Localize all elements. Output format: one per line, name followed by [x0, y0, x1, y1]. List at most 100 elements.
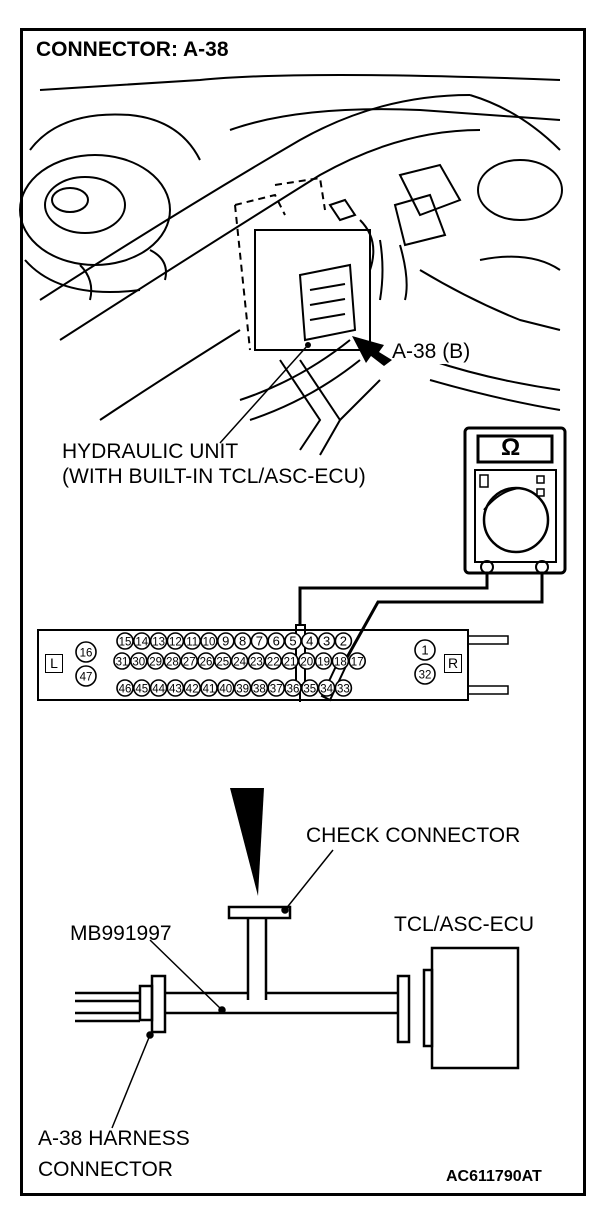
pin-circle-20	[297, 652, 316, 670]
connector-side-left: L	[45, 654, 63, 673]
pin-circle-42	[183, 679, 201, 697]
pin-circle-2	[334, 632, 353, 650]
hydraulic-unit-label: HYDRAULIC UNIT	[62, 440, 239, 463]
harness-schematic	[75, 905, 520, 1070]
pin-label-1: 1	[421, 643, 428, 658]
pin-circle-43	[166, 679, 185, 697]
pin-label-46: 46	[119, 684, 132, 696]
pin-label-27: 27	[183, 657, 196, 669]
pin-label-9: 9	[222, 634, 229, 649]
pin-label-3: 3	[323, 634, 330, 649]
connector-callout-label: A-38 (B)	[392, 340, 471, 364]
pin-label-23: 23	[250, 657, 263, 669]
pin-circle-15	[116, 632, 134, 650]
ohm-symbol: Ω	[501, 434, 521, 461]
pin-label-22: 22	[267, 657, 280, 669]
pin-circle-46	[116, 679, 134, 697]
pin-label-14: 14	[135, 637, 148, 649]
pin-label-6: 6	[273, 634, 280, 649]
pin-label-10: 10	[203, 637, 216, 649]
tool-label: MB991997	[70, 922, 172, 945]
pin-circle-28	[163, 652, 182, 670]
pin-label-41: 41	[203, 684, 216, 696]
pin-circle-12	[166, 632, 185, 650]
pin-circle-31	[113, 652, 131, 670]
pin-circle-33	[334, 679, 353, 697]
pin-circle-41	[200, 679, 218, 697]
pin-label-35: 35	[303, 684, 316, 696]
pin-circle-4	[300, 632, 319, 650]
check-connector-label: CHECK CONNECTOR	[306, 824, 521, 847]
pin-label-19: 19	[317, 657, 330, 669]
pin-circle-45	[133, 679, 151, 697]
pin-label-43: 43	[169, 684, 182, 696]
pin-circle-18	[331, 652, 350, 670]
pin-circle-10	[200, 632, 218, 650]
figure-code: AC611790AT	[446, 1168, 542, 1185]
pin-label-32: 32	[419, 670, 432, 682]
pin-label-33: 33	[337, 684, 350, 696]
ohmmeter	[463, 426, 567, 575]
pin-label-20: 20	[300, 657, 313, 669]
hydraulic-unit-sublabel: (WITH BUILT-IN TCL/ASC-ECU)	[62, 465, 366, 488]
pin-label-36: 36	[287, 684, 300, 696]
pin-label-44: 44	[152, 684, 165, 696]
unit-leader-line	[219, 344, 309, 444]
pin-label-11: 11	[186, 637, 198, 649]
pin-circle-38	[250, 679, 269, 697]
pin-circle-27	[180, 652, 198, 670]
pin-circle-14	[133, 632, 151, 650]
pin-label-29: 29	[149, 657, 162, 669]
harness-leaders	[111, 849, 334, 1129]
pin-label-45: 45	[135, 684, 148, 696]
connector-face	[37, 629, 509, 701]
pin-circle-16	[75, 641, 97, 663]
harness-connector-label: A-38 HARNESS	[38, 1127, 190, 1150]
pin-circle-26	[197, 652, 215, 670]
harness-connector-sublabel: CONNECTOR	[38, 1158, 173, 1181]
pin-label-26: 26	[200, 657, 213, 669]
connector-callout-arrow	[352, 336, 392, 366]
pin-label-47: 47	[80, 672, 93, 684]
ecu-label: TCL/ASC-ECU	[394, 913, 535, 936]
pin-label-28: 28	[166, 657, 179, 669]
pin-label-12: 12	[169, 637, 182, 649]
pin-circle-40	[217, 679, 235, 697]
pin-circle-23	[247, 652, 266, 670]
pin-label-24: 24	[233, 657, 246, 669]
pin-circle-9	[217, 632, 235, 650]
pin-label-4: 4	[306, 634, 313, 649]
pin-circle-30	[130, 652, 148, 670]
pin-label-38: 38	[253, 684, 266, 696]
pin-circle-35	[300, 679, 319, 697]
meter-leads	[298, 573, 544, 671]
pin-circle-17	[348, 652, 367, 670]
pin-label-17: 17	[351, 657, 364, 669]
check-connector-pointer	[230, 788, 264, 896]
pin-label-13: 13	[152, 637, 165, 649]
pin-circle-7	[250, 632, 269, 650]
engine-bay-illustration	[19, 74, 563, 456]
pin-label-5: 5	[289, 634, 296, 649]
pin-circle-1	[414, 639, 436, 661]
figure-frame	[20, 28, 586, 1196]
pin-label-34: 34	[320, 684, 333, 696]
connector-side-right: R	[444, 654, 462, 673]
pin-label-18: 18	[334, 657, 347, 669]
pin-label-31: 31	[116, 657, 129, 669]
pin-circle-11	[183, 632, 201, 650]
pin-label-8: 8	[239, 634, 246, 649]
pin-label-40: 40	[219, 684, 232, 696]
pin-label-21: 21	[284, 657, 297, 669]
pin-label-7: 7	[256, 634, 263, 649]
pin-label-2: 2	[340, 634, 347, 649]
pin-label-30: 30	[132, 657, 145, 669]
pin-label-39: 39	[236, 684, 249, 696]
pin-circle-32	[414, 663, 436, 685]
pin-label-37: 37	[270, 684, 283, 696]
pin-circle-47	[75, 665, 97, 687]
pin-label-42: 42	[186, 684, 199, 696]
pin-label-16: 16	[80, 648, 93, 660]
